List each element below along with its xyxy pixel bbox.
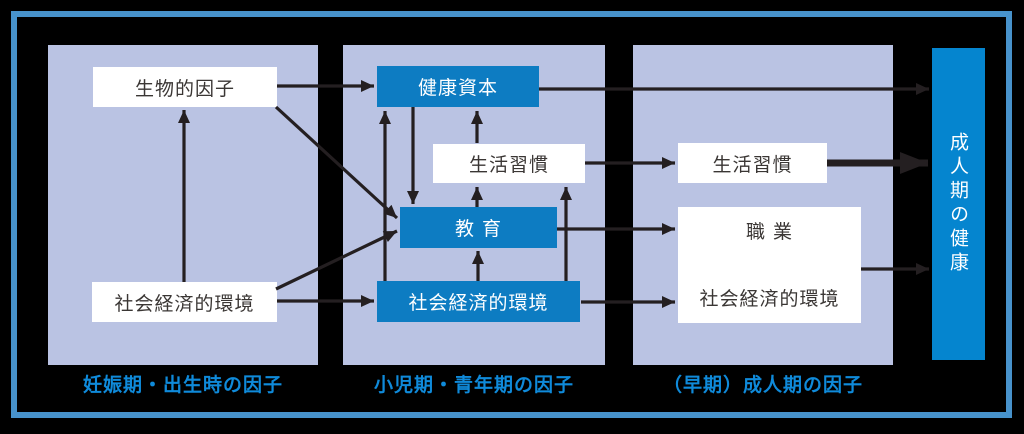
label-ses-adulthood: 社会経済的環境 xyxy=(699,288,840,310)
caption-childhood-adolescence-factors: 小児期・青年期の因子 xyxy=(373,374,574,396)
outcome-adult-health-bar: 成人期の健康 xyxy=(932,48,985,360)
caption-early-adulthood-factors: （早期）成人期の因子 xyxy=(662,374,863,396)
box-ses-childhood: 社会経済的環境 xyxy=(377,281,580,322)
box-occupation-ses-adulthood: 職 業 社会経済的環境 xyxy=(678,207,861,323)
box-health-capital: 健康資本 xyxy=(377,66,539,107)
box-lifestyle-childhood: 生活習慣 xyxy=(433,144,585,183)
box-lifestyle-adulthood: 生活習慣 xyxy=(678,143,827,183)
box-ses-prenatal: 社会経済的環境 xyxy=(92,282,277,322)
caption-prenatal-birth-factors: 妊娠期・出生時の因子 xyxy=(82,374,283,396)
box-education: 教 育 xyxy=(400,207,557,248)
box-biological-factors: 生物的因子 xyxy=(93,67,277,107)
outcome-adult-health-label: 成人期の健康 xyxy=(947,132,969,276)
label-occupation: 職 業 xyxy=(745,221,794,243)
